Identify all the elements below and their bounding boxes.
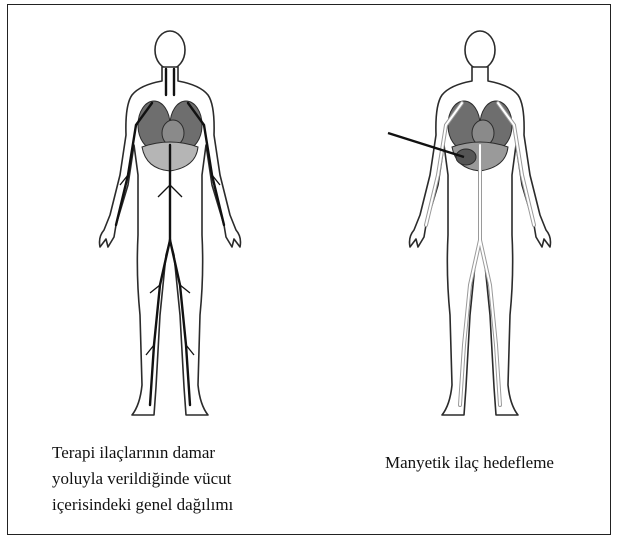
- body-systemic-distribution: [70, 25, 270, 430]
- left-figure-caption: Terapi ilaçlarının damar yoluyla verildi…: [52, 440, 312, 518]
- right-figure-caption: Manyetik ilaç hedefleme: [385, 450, 618, 476]
- head: [465, 31, 495, 69]
- body-magnetic-targeting: [380, 25, 580, 430]
- head: [155, 31, 185, 69]
- drug-concentration-spot: [456, 149, 476, 165]
